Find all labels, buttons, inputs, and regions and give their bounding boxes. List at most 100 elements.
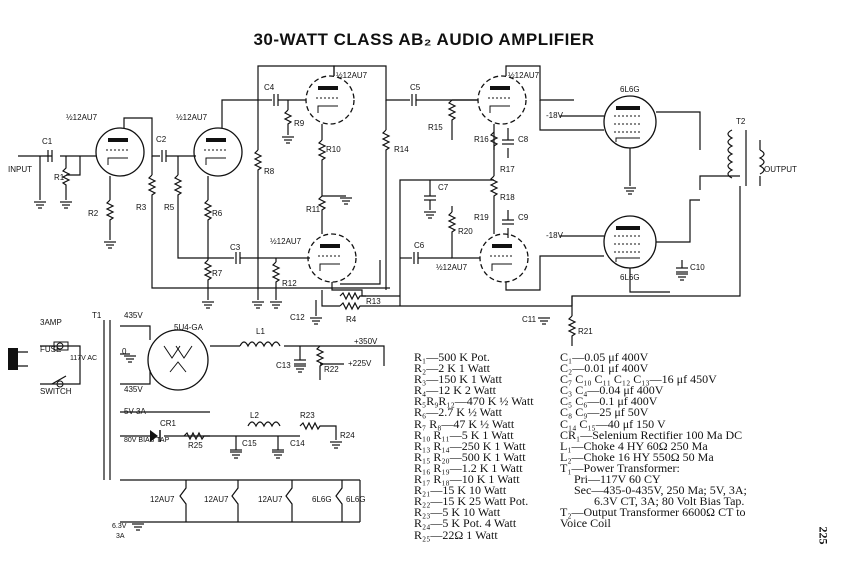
- b-plus-350-label: +350V: [354, 337, 378, 346]
- svg-text:R20: R20: [458, 227, 473, 236]
- ac-label: 117V AC: [70, 355, 97, 362]
- part-line: R₃—150 K 1 Watt: [414, 372, 502, 387]
- svg-text:C5: C5: [410, 83, 421, 92]
- rectifier-diode-icon: [150, 430, 161, 442]
- part-line: R₁₀ R₁₁—5 K 1 Watt: [414, 427, 514, 442]
- part-line: C₅ C₆—0.1 μf 400V: [560, 394, 658, 409]
- wiring: [14, 65, 765, 523]
- svg-text:R3: R3: [136, 203, 147, 212]
- v435-bottom-label: 435V: [124, 385, 143, 394]
- part-line: C₂—0.01 μf 400V: [560, 361, 649, 376]
- tube-v3: ½12AU7: [305, 71, 368, 125]
- part-line: R₂—2 K 1 Watt: [414, 361, 490, 376]
- part-line: R₄—12 K 2 Watt: [414, 383, 496, 398]
- fuse-icon: [53, 341, 69, 351]
- bias-tap-label: 80V BIAS TAP: [124, 437, 170, 444]
- svg-text:R8: R8: [264, 167, 275, 176]
- svg-text:R12: R12: [282, 279, 297, 288]
- part-line: R₇ R₈—47 K ½ Watt: [414, 416, 515, 431]
- tube-rectifier: 5U4-GA: [147, 323, 209, 391]
- svg-text:L2: L2: [250, 411, 259, 420]
- heater-2: 12AU7: [204, 480, 239, 522]
- part-line: T₂—Output Transformer 6600Ω CT to: [560, 505, 746, 520]
- heater-1: 12AU7: [150, 480, 187, 522]
- part-line: C₇ C₁₀ C₁₁ C₁₂ C₁₃—16 μf 450V: [560, 372, 717, 387]
- svg-text:R25: R25: [188, 441, 203, 450]
- heater-3-label: 12AU7: [258, 495, 283, 504]
- svg-text:R2: R2: [88, 209, 99, 218]
- svg-text:C9: C9: [518, 213, 529, 222]
- part-line: R₁₆ R₁₉—1.2 K 1 Watt: [414, 460, 523, 475]
- svg-text:C3: C3: [230, 243, 241, 252]
- heater-4-label: 6L6G: [312, 495, 332, 504]
- part-line: R₂₁—15 K 10 Watt: [414, 483, 507, 498]
- part-line: R₂₅—22Ω 1 Watt: [414, 527, 498, 542]
- tube-v5-label: ½12AU7: [508, 71, 540, 80]
- tube-v1-label: ½12AU7: [66, 113, 98, 122]
- tube-v7-label: 6L6G: [620, 85, 640, 94]
- v5-label: 5V 3A: [124, 407, 146, 416]
- part-line: R₁₃ R₁₄—250 K 1 Watt: [414, 438, 526, 453]
- t2-label: T2: [736, 117, 746, 126]
- part-line: R₅R₉R₁₂—470 K ½ Watt: [414, 394, 534, 409]
- bias-minus-18-upper: -18V: [546, 111, 564, 120]
- svg-text:CR1: CR1: [160, 419, 177, 428]
- svg-text:R14: R14: [394, 145, 409, 154]
- page-number: 225: [816, 526, 831, 545]
- tube-v5: ½12AU7: [477, 71, 540, 125]
- switch-icon: [51, 375, 67, 385]
- heater-2-label: 12AU7: [204, 495, 229, 504]
- part-line: C₃ C₄—0.04 μf 400V: [560, 383, 664, 398]
- part-line: R₂₂—15 K 25 Watt Pot.: [414, 494, 529, 509]
- a3-label: 3A: [116, 533, 125, 540]
- part-line: L₁—Choke 4 HY 60Ω 250 Ma: [560, 438, 708, 453]
- plug-icon: [8, 348, 18, 370]
- svg-text:R18: R18: [500, 193, 515, 202]
- svg-text:C14: C14: [290, 439, 305, 448]
- heater-5-label: 6L6G: [346, 495, 366, 504]
- svg-text:R4: R4: [346, 315, 357, 324]
- part-line: C₁₄ C₁₅—40 μf 150 V: [560, 416, 666, 431]
- svg-text:R11: R11: [306, 205, 321, 214]
- svg-text:C7: C7: [438, 183, 449, 192]
- part-line: C₈ C₉—25 μf 50V: [560, 405, 649, 420]
- heater-1-label: 12AU7: [150, 495, 175, 504]
- amp-label: 3AMP: [40, 318, 62, 327]
- svg-text:L1: L1: [256, 327, 265, 336]
- svg-text:C10: C10: [690, 263, 705, 272]
- svg-text:R7: R7: [212, 269, 223, 278]
- tube-v3-label: ½12AU7: [336, 71, 368, 80]
- output-label: OUTPUT: [764, 165, 797, 174]
- svg-text:R15: R15: [428, 123, 443, 132]
- part-line: L₂—Choke 16 HY 550Ω 50 Ma: [560, 449, 714, 464]
- svg-text:R10: R10: [326, 145, 341, 154]
- svg-text:R23: R23: [300, 411, 315, 420]
- part-line: CR₁—Selenium Rectifier 100 Ma DC: [560, 427, 743, 442]
- part-line: R₆—2.7 K ½ Watt: [414, 405, 502, 420]
- labels: INPUT OUTPUT 3AMP FUSE 117V AC SWITCH +3…: [8, 83, 797, 540]
- svg-text:R21: R21: [578, 327, 593, 336]
- tube-v4-label: ½12AU7: [270, 237, 302, 246]
- t1-label: T1: [92, 311, 102, 320]
- part-line: R₂₃—5 K 10 Watt: [414, 505, 501, 520]
- parts-list-other: C₁—0.05 μf 400V C₂—0.01 μf 400V C₇ C₁₀ C…: [560, 350, 747, 530]
- svg-text:R13: R13: [366, 297, 381, 306]
- svg-text:C8: C8: [518, 135, 529, 144]
- heater-5: 6L6G: [346, 480, 366, 522]
- part-line: C₁—0.05 μf 400V: [560, 350, 649, 364]
- svg-text:C11: C11: [522, 315, 537, 324]
- svg-text:R16: R16: [474, 135, 489, 144]
- heater-3: 12AU7: [258, 480, 293, 522]
- svg-text:C6: C6: [414, 241, 425, 250]
- fuse-label: FUSE: [40, 345, 61, 354]
- v63-label: 6.3V: [112, 523, 127, 530]
- part-line: R₁₇ R₁₈—10 K 1 Watt: [414, 472, 520, 487]
- svg-text:C13: C13: [276, 361, 291, 370]
- tube-v2-label: ½12AU7: [176, 113, 208, 122]
- rectifier-label: 5U4-GA: [174, 323, 204, 332]
- switch-label: SWITCH: [40, 387, 72, 396]
- svg-text:R1: R1: [54, 173, 65, 182]
- svg-text:R24: R24: [340, 431, 355, 440]
- svg-text:R19: R19: [474, 213, 489, 222]
